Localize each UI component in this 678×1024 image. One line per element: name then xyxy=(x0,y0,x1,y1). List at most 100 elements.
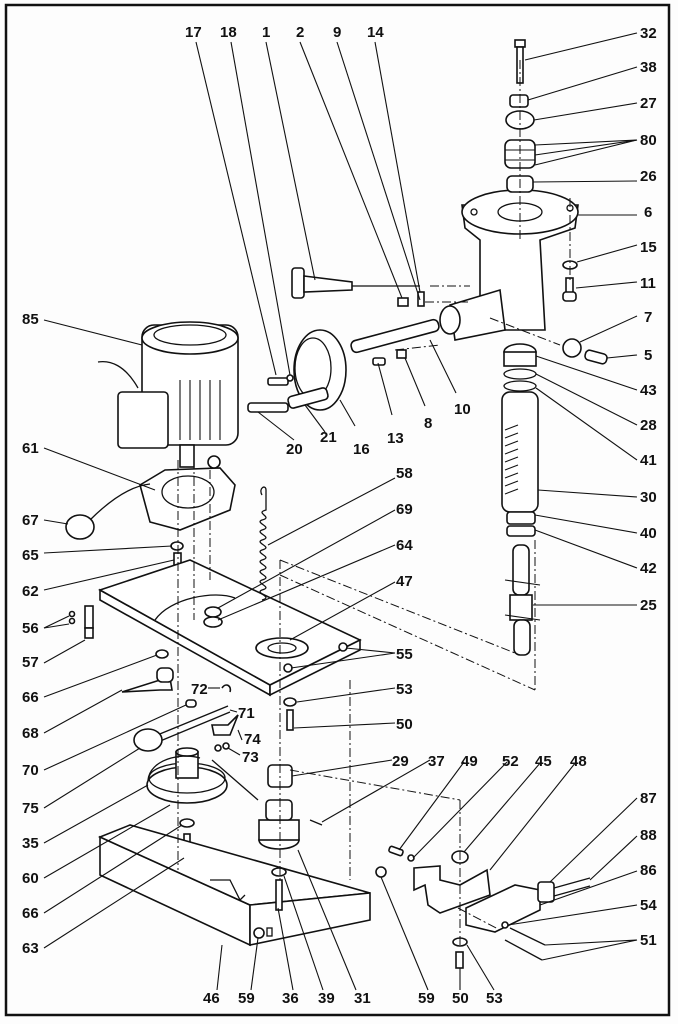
pin-37 xyxy=(309,819,323,826)
label-74: 74 xyxy=(244,731,261,748)
label-51: 51 xyxy=(640,932,657,949)
label-50b: 50 xyxy=(452,990,469,1007)
label-1: 1 xyxy=(262,24,270,41)
pin-5 xyxy=(584,349,608,365)
motor-plate-61 xyxy=(139,455,236,531)
screw-55b xyxy=(283,663,293,673)
screw-50 xyxy=(455,951,464,969)
label-48: 48 xyxy=(570,753,587,770)
leader-lines xyxy=(43,32,638,991)
lever-67 xyxy=(65,483,151,540)
washer-65 xyxy=(170,541,184,551)
label-67: 67 xyxy=(22,512,39,529)
label-85: 85 xyxy=(22,311,39,328)
feed-handle-1 xyxy=(291,267,420,299)
label-32: 32 xyxy=(640,25,657,42)
label-10: 10 xyxy=(454,401,471,418)
cable-88 xyxy=(553,877,591,889)
label-29: 29 xyxy=(392,753,409,770)
label-31: 31 xyxy=(354,990,371,1007)
washer-39 xyxy=(271,867,287,877)
label-7: 7 xyxy=(644,309,652,326)
label-21: 21 xyxy=(320,429,337,446)
label-64: 64 xyxy=(396,537,413,554)
label-53b: 53 xyxy=(486,990,503,1007)
label-70: 70 xyxy=(22,762,39,779)
label-35: 35 xyxy=(22,835,39,852)
spindle-25 xyxy=(504,544,541,656)
label-8: 8 xyxy=(424,415,432,432)
label-59b: 59 xyxy=(418,990,435,1007)
screw-13 xyxy=(372,357,386,366)
label-75: 75 xyxy=(22,800,39,817)
label-16: 16 xyxy=(353,441,370,458)
label-46: 46 xyxy=(203,990,220,1007)
lever-68 xyxy=(121,667,174,693)
clip-56-57 xyxy=(68,605,94,639)
screw-51b xyxy=(504,939,543,961)
screw-50a xyxy=(286,709,294,731)
label-26: 26 xyxy=(640,168,657,185)
label-58: 58 xyxy=(396,465,413,482)
washer-18 xyxy=(286,374,294,382)
label-17: 17 xyxy=(185,24,202,41)
part-labels: 17 18 1 2 9 14 32 38 27 80 26 6 15 11 7 … xyxy=(22,24,657,1007)
label-27: 27 xyxy=(640,95,657,112)
label-80: 80 xyxy=(640,132,657,149)
label-86: 86 xyxy=(640,862,657,879)
label-60: 60 xyxy=(22,870,39,887)
label-72: 72 xyxy=(191,681,208,698)
label-13: 13 xyxy=(387,430,404,447)
screw-51a xyxy=(509,927,546,946)
label-61: 61 xyxy=(22,440,39,457)
label-9: 9 xyxy=(333,24,341,41)
screw-20 xyxy=(247,402,289,413)
label-2: 2 xyxy=(296,24,304,41)
pulley-35 xyxy=(146,747,259,804)
bracket-48 xyxy=(413,865,491,914)
screw-49 xyxy=(388,845,404,857)
label-59: 59 xyxy=(238,990,255,1007)
label-5: 5 xyxy=(644,347,652,364)
label-62: 62 xyxy=(22,583,39,600)
assembly-centerlines xyxy=(177,60,571,948)
label-52: 52 xyxy=(502,753,519,770)
label-73: 73 xyxy=(242,749,259,766)
label-11: 11 xyxy=(640,275,656,292)
screw-55a xyxy=(338,642,348,652)
label-57: 57 xyxy=(22,654,39,671)
label-56: 56 xyxy=(22,620,39,637)
gland-87 xyxy=(537,881,555,903)
clip-72 xyxy=(221,684,232,693)
washer-66 xyxy=(155,649,169,659)
label-55: 55 xyxy=(396,646,413,663)
label-30: 30 xyxy=(640,489,657,506)
label-88: 88 xyxy=(640,827,657,844)
clip-8 xyxy=(396,349,407,359)
bracket-74 xyxy=(211,714,239,736)
handle-rod-75 xyxy=(133,705,231,752)
screw-9 xyxy=(397,297,409,307)
screw-11 xyxy=(562,277,577,302)
sleeve-21 xyxy=(287,387,329,409)
label-14: 14 xyxy=(367,24,384,41)
gear-7 xyxy=(562,338,582,358)
switch-86 xyxy=(465,877,591,933)
label-18: 18 xyxy=(220,24,237,41)
label-36: 36 xyxy=(282,990,299,1007)
washer-54 xyxy=(501,921,509,929)
label-15: 15 xyxy=(640,239,657,256)
screw-73b xyxy=(222,742,230,750)
label-87: 87 xyxy=(640,790,657,807)
feed-shaft-10 xyxy=(350,318,440,354)
label-43: 43 xyxy=(640,382,657,399)
screw-14 xyxy=(417,291,425,307)
nut-59 xyxy=(375,866,387,878)
bracket-69 xyxy=(204,606,222,618)
label-28: 28 xyxy=(640,417,657,434)
nut-38 xyxy=(509,94,529,108)
label-49: 49 xyxy=(461,753,478,770)
washer-53a xyxy=(283,697,297,707)
label-65: 65 xyxy=(22,547,39,564)
label-37: 37 xyxy=(428,753,445,770)
